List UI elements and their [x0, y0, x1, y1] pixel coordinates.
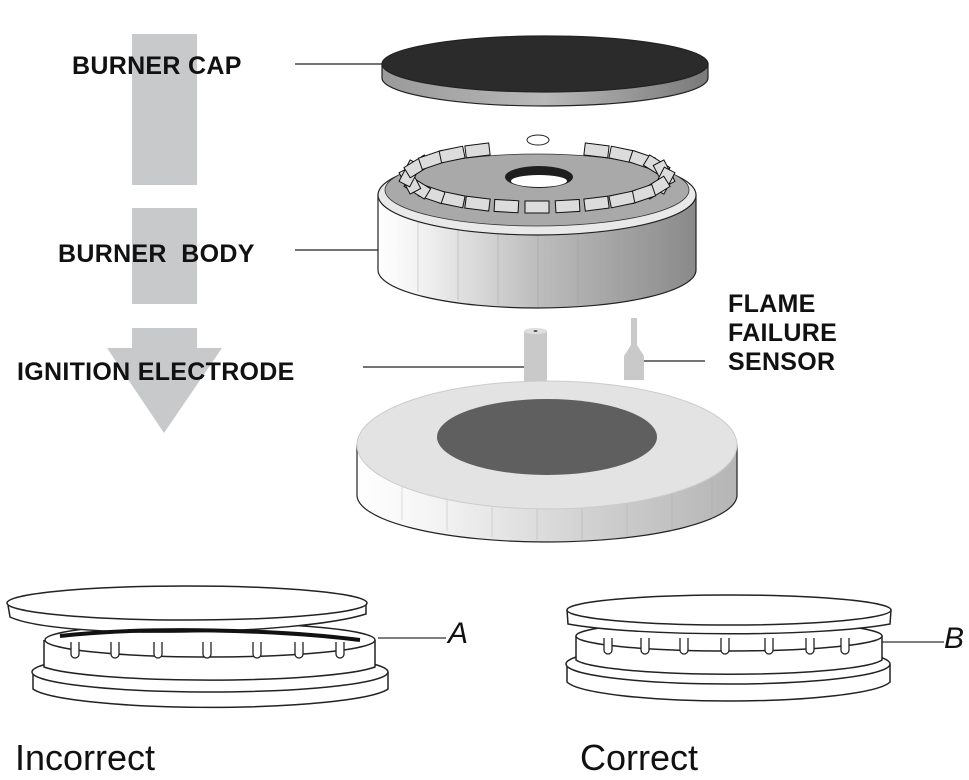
flame-port-slot [805, 638, 815, 655]
flame-port-slot [840, 638, 850, 655]
burner-port [608, 190, 636, 209]
burner-body-illustration [377, 134, 697, 309]
label-flame-failure-sensor: FLAME FAILURE SENSOR [728, 290, 837, 377]
burner-port [524, 200, 550, 214]
marker-a: A [448, 617, 469, 650]
correct-burner-illustration [565, 594, 892, 702]
burner-port [464, 195, 491, 212]
flame-port-slot [640, 638, 650, 655]
burner-cap-illustration [381, 35, 709, 107]
burner-base-illustration [356, 380, 738, 543]
label-line-flame: FLAME [728, 290, 816, 318]
burner-port [438, 145, 466, 164]
flame-port-slot [70, 642, 80, 659]
flame-port-slot [252, 642, 262, 659]
flame-port-slot [153, 642, 163, 659]
burner-port [464, 142, 491, 159]
caption-incorrect: Incorrect [15, 737, 156, 778]
arrow-head [107, 348, 222, 433]
flame-port-slot [202, 642, 212, 659]
label-burner-cap: BURNER CAP [72, 52, 242, 80]
burner-port [583, 195, 610, 212]
caption-correct: Correct [580, 737, 699, 778]
arrow-segment-1 [132, 34, 197, 185]
ignition-electrode-illustration [524, 328, 547, 389]
burner-ports [398, 142, 676, 214]
arrow-segment-3 [132, 328, 197, 350]
flame-port-slot [110, 642, 120, 659]
label-burner-body: BURNER BODY [58, 240, 255, 268]
flame-port-slot [294, 642, 304, 659]
flame-port-slot [335, 642, 345, 659]
flame-failure-sensor-illustration [624, 318, 644, 380]
flame-port-slot [764, 638, 774, 655]
incorrect-burner-illustration [6, 585, 389, 709]
label-ignition-electrode: IGNITION ELECTRODE [17, 358, 295, 386]
burner-port [554, 198, 581, 214]
marker-b: B [944, 622, 965, 655]
assembly-arrow [107, 34, 222, 433]
arrow-segment-2 [132, 208, 197, 304]
flame-port-slot [679, 638, 689, 655]
flame-port-slot [603, 638, 613, 655]
flame-port-slot [720, 638, 730, 655]
label-line-sensor: SENSOR [728, 348, 836, 376]
burner-port [493, 198, 520, 214]
burner-port [583, 142, 610, 159]
label-line-failure: FAILURE [728, 319, 838, 347]
